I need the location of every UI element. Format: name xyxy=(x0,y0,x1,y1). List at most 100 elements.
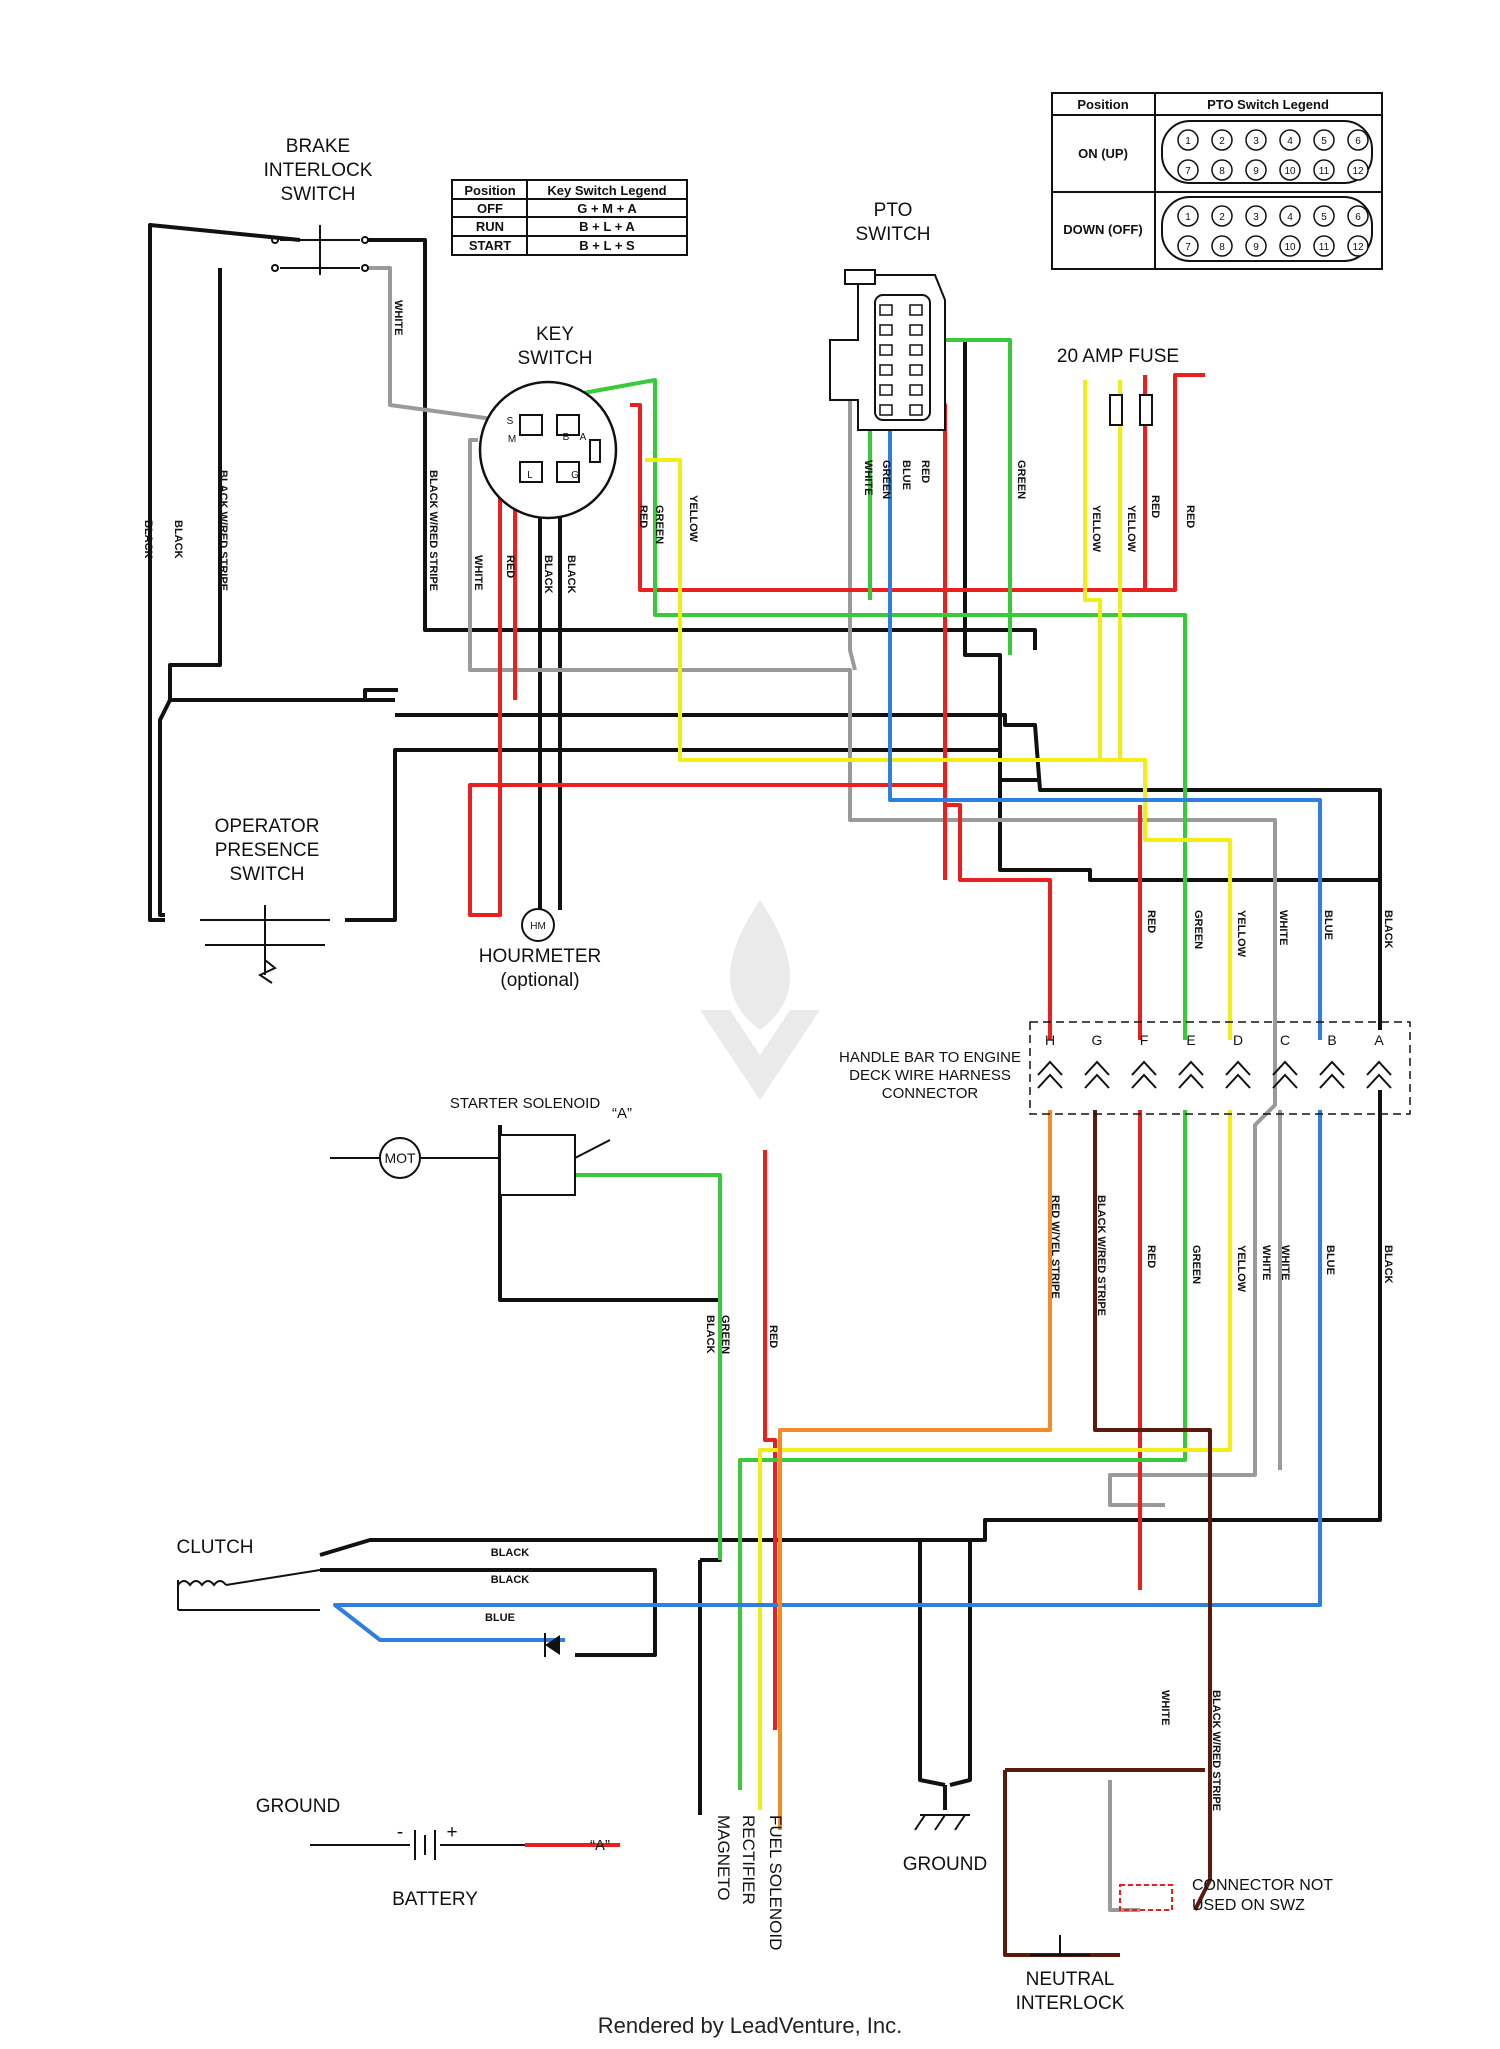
pto-pin-circle xyxy=(1245,129,1267,151)
pto-pin-number: 8 xyxy=(1219,242,1225,253)
battery: GROUND - + BATTERY “A” xyxy=(256,1796,610,1910)
connector-pin-label: A xyxy=(1374,1032,1384,1048)
brake-interlock-switch: BRAKE INTERLOCK SWITCH xyxy=(264,136,373,275)
pto-pin-number: 12 xyxy=(1352,242,1364,253)
wires-black xyxy=(148,223,1382,1815)
pto-pin-number: 2 xyxy=(1219,136,1225,147)
connector-note-1: CONNECTOR NOT xyxy=(1192,1877,1333,1894)
key-terminal-b: B xyxy=(563,432,570,443)
pto-pin-number: 4 xyxy=(1287,212,1293,223)
wire-label: BLUE xyxy=(900,460,912,490)
battery-label: BATTERY xyxy=(392,1889,478,1910)
pto-pin-number: 10 xyxy=(1284,166,1296,177)
pto-pin-circle xyxy=(1313,235,1335,257)
key-switch-legend: Position Key Switch Legend OFF G + M + A… xyxy=(451,179,688,256)
pto-legend-on: ON (UP) xyxy=(1078,146,1128,161)
wire-label: RED xyxy=(1149,495,1161,518)
key-legend-run-value: B + L + A xyxy=(579,219,635,234)
key-terminal-s: S xyxy=(507,416,514,427)
connector-pin-plug xyxy=(1178,1073,1204,1089)
hourmeter: HM HOURMETER (optional) xyxy=(479,908,601,991)
brake-label-2: INTERLOCK xyxy=(264,160,373,181)
pto-pin-number: 7 xyxy=(1185,166,1191,177)
pto-pin-number: 12 xyxy=(1352,166,1364,177)
pto-pin-circle xyxy=(1245,159,1267,181)
operator-presence-switch: OPERATOR PRESENCE SWITCH xyxy=(200,816,330,984)
pto-pin-circle xyxy=(1347,159,1369,181)
ground-left-label: GROUND xyxy=(256,1796,340,1817)
neutral-label-1: NEUTRAL xyxy=(1026,1969,1115,1990)
pto-pin-number: 3 xyxy=(1253,136,1259,147)
hourmeter-optional: (optional) xyxy=(500,970,579,991)
wire-label: WHITE xyxy=(1260,1245,1272,1280)
pto-pin-circle xyxy=(1279,205,1301,227)
pto-pin-number: 1 xyxy=(1185,136,1191,147)
pto-pin-number: 6 xyxy=(1355,212,1361,223)
wire-label: RED xyxy=(1145,1245,1157,1268)
wires-yellow xyxy=(645,380,1232,1810)
wire-label: BLUE xyxy=(485,1612,515,1624)
wires-orange xyxy=(778,1110,1052,1830)
footer-credit: Rendered by LeadVenture, Inc. xyxy=(597,2013,903,2038)
pto-pin-circle xyxy=(1177,205,1199,227)
pto-pin-number: 9 xyxy=(1253,242,1259,253)
connector-pin-label: G xyxy=(1092,1032,1103,1048)
wires-white xyxy=(368,266,1282,1912)
wire-label: RED xyxy=(919,460,931,483)
fuel-solenoid-label: FUEL SOLENOID xyxy=(766,1815,785,1950)
fuse-label: 20 AMP FUSE xyxy=(1057,346,1179,367)
wire-label: GREEN xyxy=(1192,910,1204,949)
fuse-20-amp: 20 AMP FUSE xyxy=(1057,346,1179,426)
wire-label: RED xyxy=(1145,910,1157,933)
pto-pin-circle xyxy=(1211,129,1233,151)
pto-pin-number: 5 xyxy=(1321,136,1327,147)
harness-connector: HANDLE BAR TO ENGINE DECK WIRE HARNESS C… xyxy=(839,1021,1411,1115)
connector-pin-plug xyxy=(1225,1073,1251,1089)
battery-plus: + xyxy=(446,1822,457,1843)
connector-pin-socket xyxy=(1131,1060,1157,1076)
connector-pin-plug xyxy=(1084,1073,1110,1089)
key-legend-start-value: B + L + S xyxy=(579,238,635,253)
wire-label: YELLOW xyxy=(687,495,699,543)
rectifier-label: RECTIFIER xyxy=(739,1815,758,1905)
wire-label: YELLOW xyxy=(1235,1245,1247,1293)
connector-pin-plug xyxy=(1366,1073,1392,1089)
wires-blue xyxy=(333,355,1322,1642)
pto-pin-circle xyxy=(1347,235,1369,257)
connector-pin-plug xyxy=(1131,1073,1157,1089)
magneto-label: MAGNETO xyxy=(714,1815,733,1901)
pto-pin-circle xyxy=(1245,205,1267,227)
wire-label: BLUE xyxy=(1322,910,1334,940)
pto-switch-legend: Position PTO Switch Legend ON (UP) DOWN … xyxy=(1051,92,1383,270)
pto-pin-circle xyxy=(1347,129,1369,151)
connector-pin-socket xyxy=(1037,1060,1063,1076)
key-legend-run: RUN xyxy=(476,219,504,234)
wire-label: WHITE xyxy=(1279,1245,1291,1280)
wire-label: BLACK W/RED STRIPE xyxy=(1210,1690,1222,1811)
connector-pin-label: E xyxy=(1186,1032,1195,1048)
battery-a-ref: “A” xyxy=(590,1837,610,1854)
wire-label: RED xyxy=(767,1325,779,1348)
watermark-logo xyxy=(700,900,820,1100)
pto-pin-number: 5 xyxy=(1321,212,1327,223)
neutral-interlock: CONNECTOR NOT USED ON SWZ NEUTRAL INTERL… xyxy=(1016,1877,1334,2014)
connector-pin-label: C xyxy=(1280,1032,1290,1048)
starter-solenoid: STARTER SOLENOID “A” MOT xyxy=(330,1095,632,1196)
pto-pin-circle xyxy=(1177,129,1199,151)
wire-label: BLACK xyxy=(704,1315,716,1354)
wire-label: YELLOW xyxy=(1125,505,1137,553)
pto-pin-number: 9 xyxy=(1253,166,1259,177)
wire-label: GREEN xyxy=(719,1315,731,1354)
pto-pin-number: 11 xyxy=(1319,166,1330,177)
pto-pin-number: 8 xyxy=(1219,166,1225,177)
wire-label: WHITE xyxy=(472,555,484,590)
pto-pin-circle xyxy=(1245,235,1267,257)
connector-pin-socket xyxy=(1084,1060,1110,1076)
wire-label: GREEN xyxy=(1015,460,1027,499)
wire-label: BLACK xyxy=(491,1574,530,1586)
pto-pin-circle xyxy=(1279,129,1301,151)
key-legend-start: START xyxy=(469,238,511,253)
pto-pin-number: 10 xyxy=(1284,242,1296,253)
pto-pin-circle xyxy=(1211,235,1233,257)
